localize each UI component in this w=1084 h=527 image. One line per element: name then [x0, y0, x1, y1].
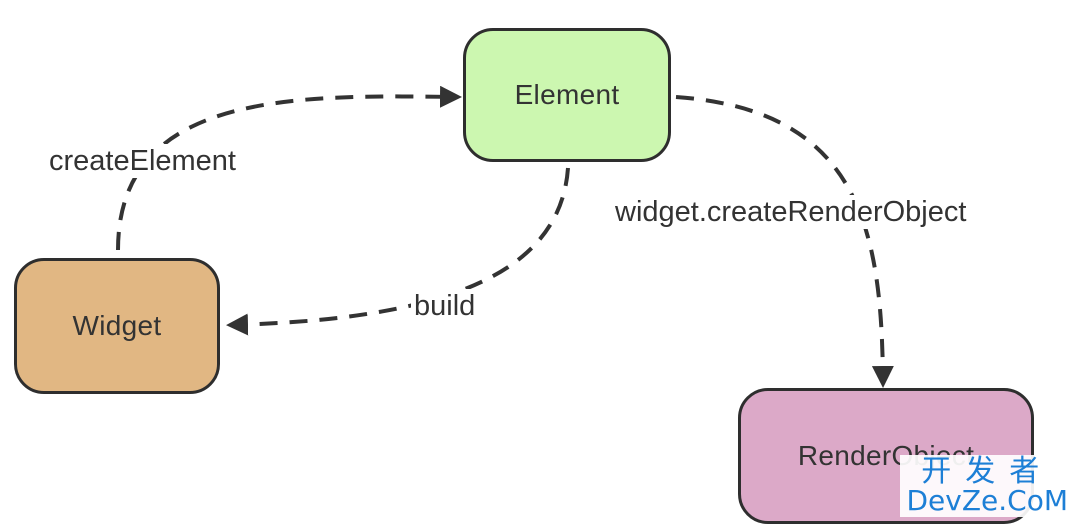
watermark-line1: 开发者 — [921, 454, 1054, 489]
edge-build — [226, 167, 570, 336]
widget-node: Widget — [14, 258, 220, 394]
watermark: 开发者 DevZe.CoM — [900, 455, 1074, 517]
watermark-line2: DevZe.CoM — [906, 484, 1068, 517]
widget-node-label: Widget — [72, 310, 162, 341]
element-node-label: Element — [514, 79, 620, 110]
element-node: Element — [463, 28, 671, 162]
create-render-object-edge-label: widget.createRenderObject — [612, 195, 970, 229]
edge-create-element — [116, 85, 462, 251]
edge-create-render-object — [675, 95, 894, 388]
create-element-edge-label: createElement — [46, 144, 239, 178]
build-edge-label: build — [411, 289, 479, 323]
